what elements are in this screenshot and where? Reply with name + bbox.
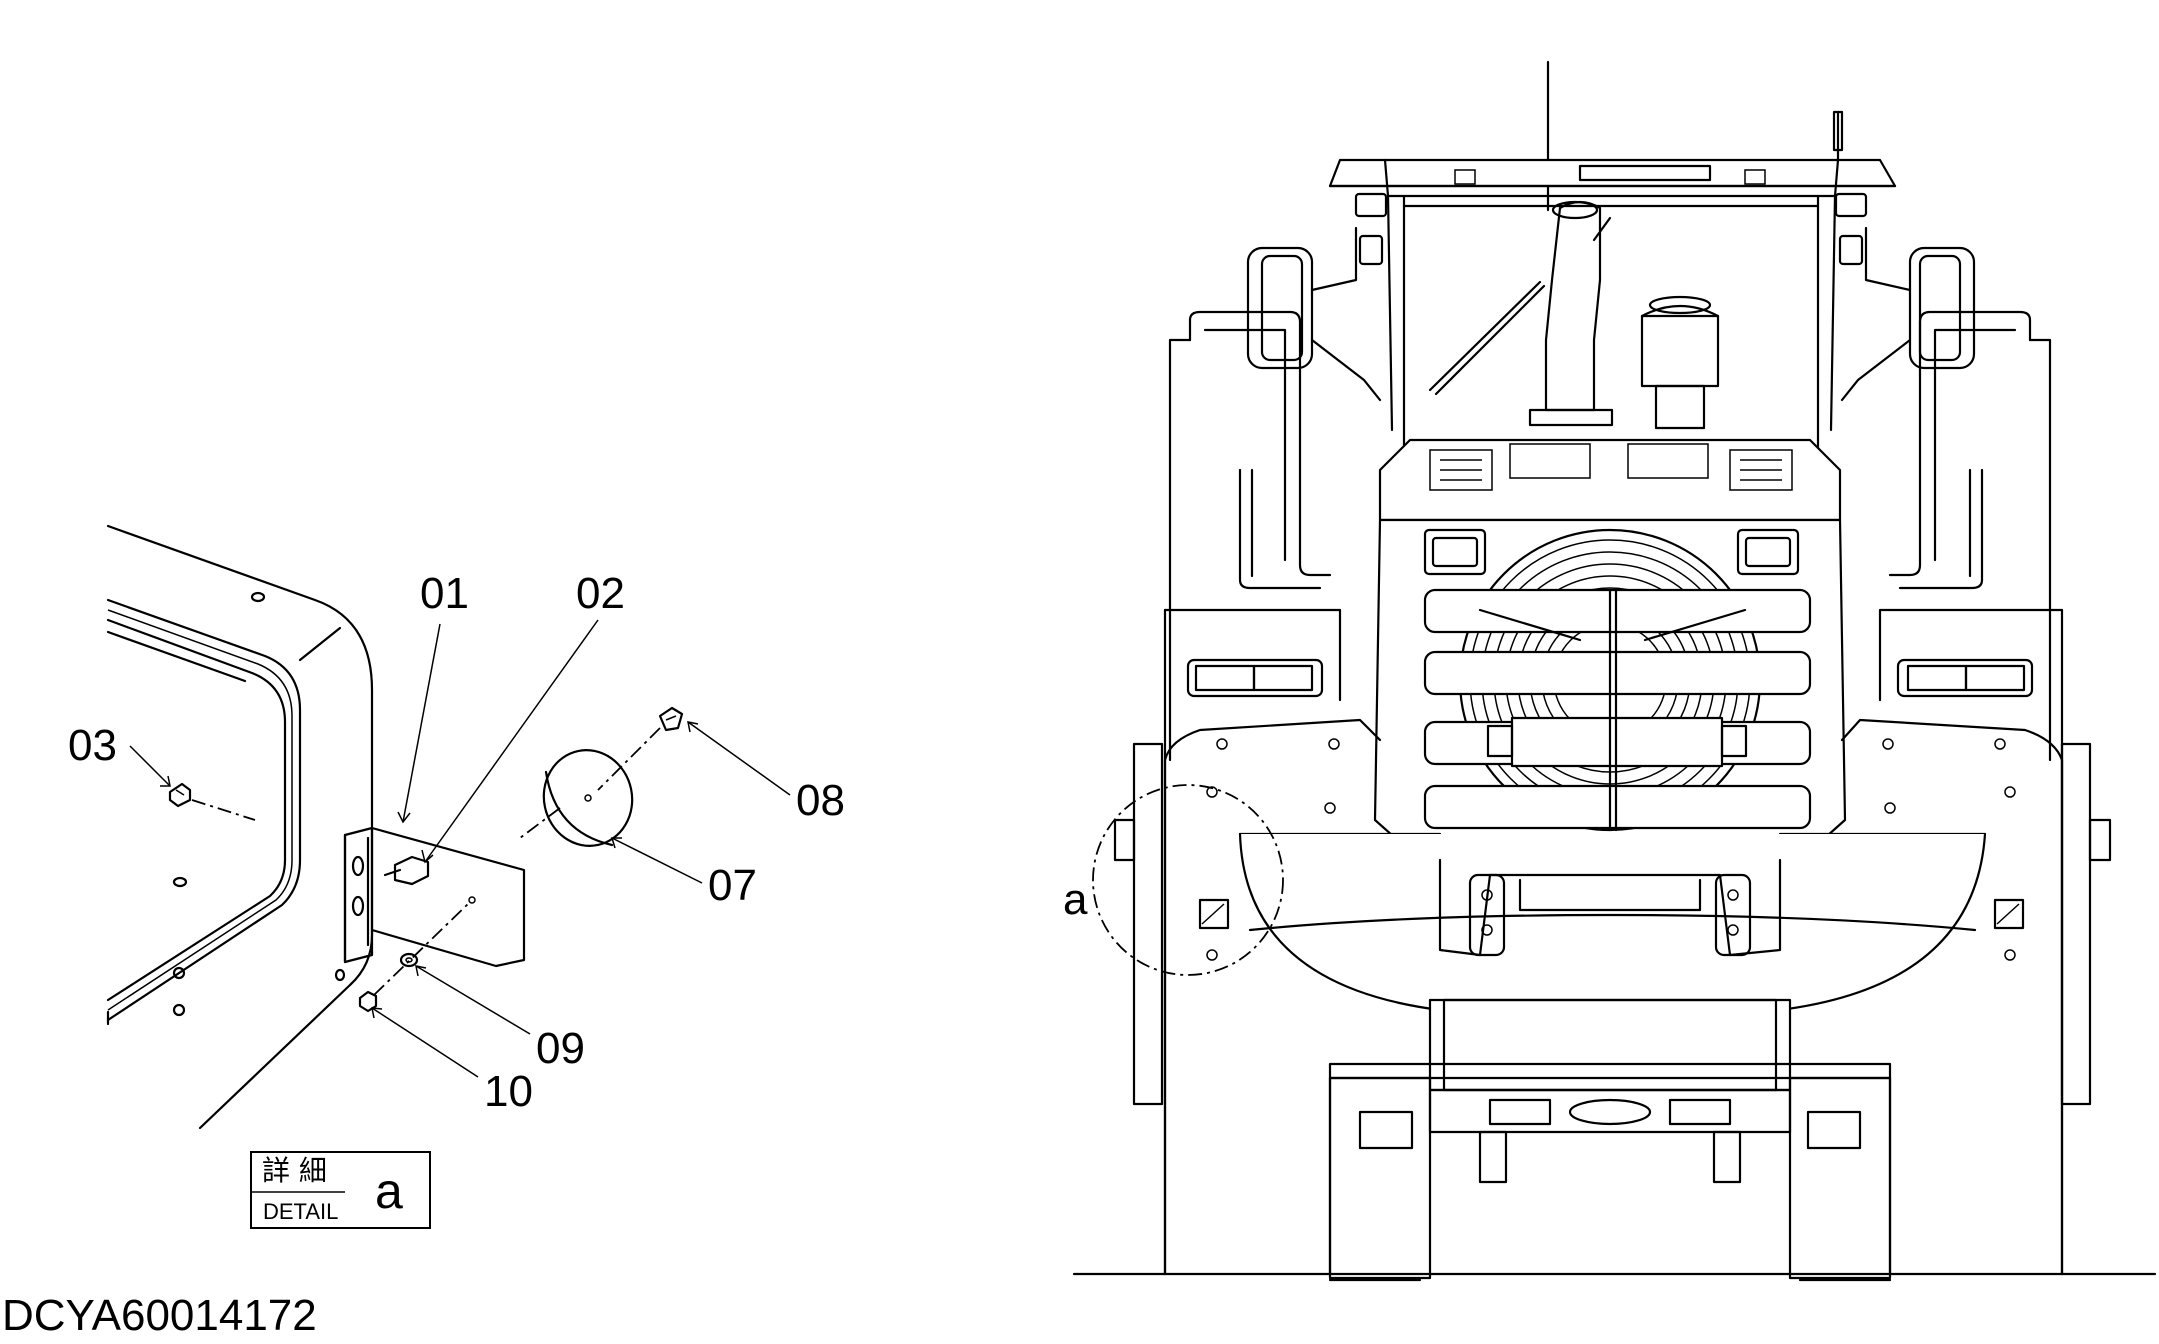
screw-08 xyxy=(658,706,684,732)
document-id: DCYA60014172 xyxy=(2,1291,317,1340)
detail-kanji-label: 詳 細 xyxy=(262,1154,327,1187)
detail-ref-a: a xyxy=(1063,875,1088,924)
callout-08: 08 xyxy=(796,776,845,825)
bolt-02 xyxy=(383,855,430,886)
callout-07: 07 xyxy=(708,861,757,910)
nut-03 xyxy=(168,782,192,808)
reflector-07 xyxy=(542,749,634,847)
detail-label-box: 詳 細 DETAIL a xyxy=(250,1151,431,1229)
bracket-01 xyxy=(343,826,526,968)
callout-09: 09 xyxy=(536,1024,585,1073)
callout-01: 01 xyxy=(420,569,469,618)
detail-letter: a xyxy=(375,1163,403,1219)
fender-outline xyxy=(106,524,374,1130)
callout-03: 03 xyxy=(68,721,117,770)
detail-english-label: DETAIL xyxy=(263,1199,338,1224)
callout-02: 02 xyxy=(576,569,625,618)
detail-a-view: 01 02 03 08 07 09 10 詳 細 DETAIL a xyxy=(68,524,845,1229)
callout-10: 10 xyxy=(484,1067,533,1116)
nut-10 xyxy=(358,990,378,1013)
detail-circle-a xyxy=(1092,784,1284,976)
hood-grille xyxy=(1429,443,1793,491)
machine-front-view: a xyxy=(1063,60,2157,1282)
